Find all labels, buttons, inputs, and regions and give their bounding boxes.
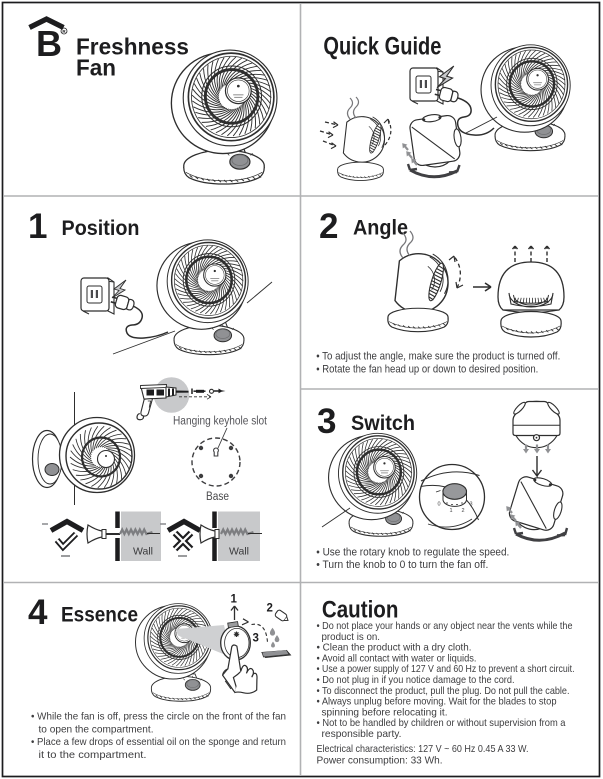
svg-text:B: B — [36, 23, 62, 64]
svg-text:4: 4 — [28, 593, 48, 632]
svg-text:• Do not plug in if you notice: • Do not plug in if you notice damage to… — [317, 675, 515, 686]
svg-text:• Rotate the fan head up or do: • Rotate the fan head up or down to desi… — [316, 364, 538, 376]
svg-text:product is on.: product is on. — [322, 632, 381, 643]
svg-text:• Place a few drops of essenti: • Place a few drops of essential oil on … — [31, 737, 286, 748]
svg-text:2: 2 — [319, 207, 338, 246]
svg-text:• Use a power supply of 127 V: • Use a power supply of 127 V and 60 Hz … — [317, 664, 575, 675]
svg-text:Quick Guide: Quick Guide — [323, 33, 441, 61]
svg-text:Hanging keyhole slot: Hanging keyhole slot — [173, 416, 268, 428]
svg-text:• Do not place your hands or a: • Do not place your hands or any object … — [317, 621, 573, 632]
svg-text:Switch: Switch — [351, 412, 415, 435]
svg-text:Fan: Fan — [76, 55, 116, 81]
svg-text:responsible party.: responsible party. — [322, 729, 402, 740]
svg-text:0: 0 — [438, 502, 441, 508]
svg-text:2: 2 — [267, 603, 273, 615]
svg-text:Wall: Wall — [133, 546, 153, 558]
svg-text:Angle: Angle — [353, 217, 408, 240]
svg-text:to open the compartment.: to open the compartment. — [39, 724, 154, 735]
svg-text:Position: Position — [62, 217, 140, 240]
svg-text:Essence: Essence — [61, 604, 138, 627]
svg-text:Electrical characteristics: 12: Electrical characteristics: 127 V ~ 60 H… — [317, 744, 529, 755]
svg-text:Power consumption: 33 Wh.: Power consumption: 33 Wh. — [317, 756, 443, 767]
svg-text:• Always unplug before moving.: • Always unplug before moving. Wait for … — [317, 697, 557, 708]
svg-text:• Not to be handled by childre: • Not to be handled by children or witho… — [317, 718, 566, 729]
svg-text:• While the fan is off, press: • While the fan is off, press the circle… — [31, 712, 286, 723]
svg-text:R: R — [62, 29, 66, 34]
svg-text:1: 1 — [28, 207, 47, 246]
svg-text:• To adjust the angle, make su: • To adjust the angle, make sure the pro… — [316, 351, 560, 363]
svg-text:Caution: Caution — [322, 596, 399, 623]
svg-text:• To disconnect the product, p: • To disconnect the product, pull the pl… — [317, 686, 570, 697]
svg-text:• Avoid all contact with water: • Avoid all contact with water or liquid… — [317, 653, 477, 664]
svg-text:spinning before relocating it.: spinning before relocating it. — [322, 707, 448, 718]
svg-text:3: 3 — [253, 633, 259, 645]
svg-text:3: 3 — [470, 502, 473, 508]
svg-text:2: 2 — [462, 508, 465, 514]
svg-text:3: 3 — [317, 402, 336, 441]
svg-text:1: 1 — [231, 594, 238, 606]
svg-text:• Turn the knob to 0 to turn t: • Turn the knob to 0 to turn the fan off… — [316, 559, 488, 571]
svg-text:Freshness: Freshness — [76, 34, 189, 60]
svg-text:• Clean the product with a dry: • Clean the product with a dry cloth. — [317, 643, 472, 654]
svg-text:Base: Base — [206, 491, 229, 503]
svg-text:• Use the rotary knob to regul: • Use the rotary knob to regulate the sp… — [316, 546, 509, 558]
svg-text:Wall: Wall — [229, 546, 249, 558]
svg-text:it to the compartment.: it to the compartment. — [39, 750, 147, 761]
svg-text:1: 1 — [450, 508, 453, 514]
